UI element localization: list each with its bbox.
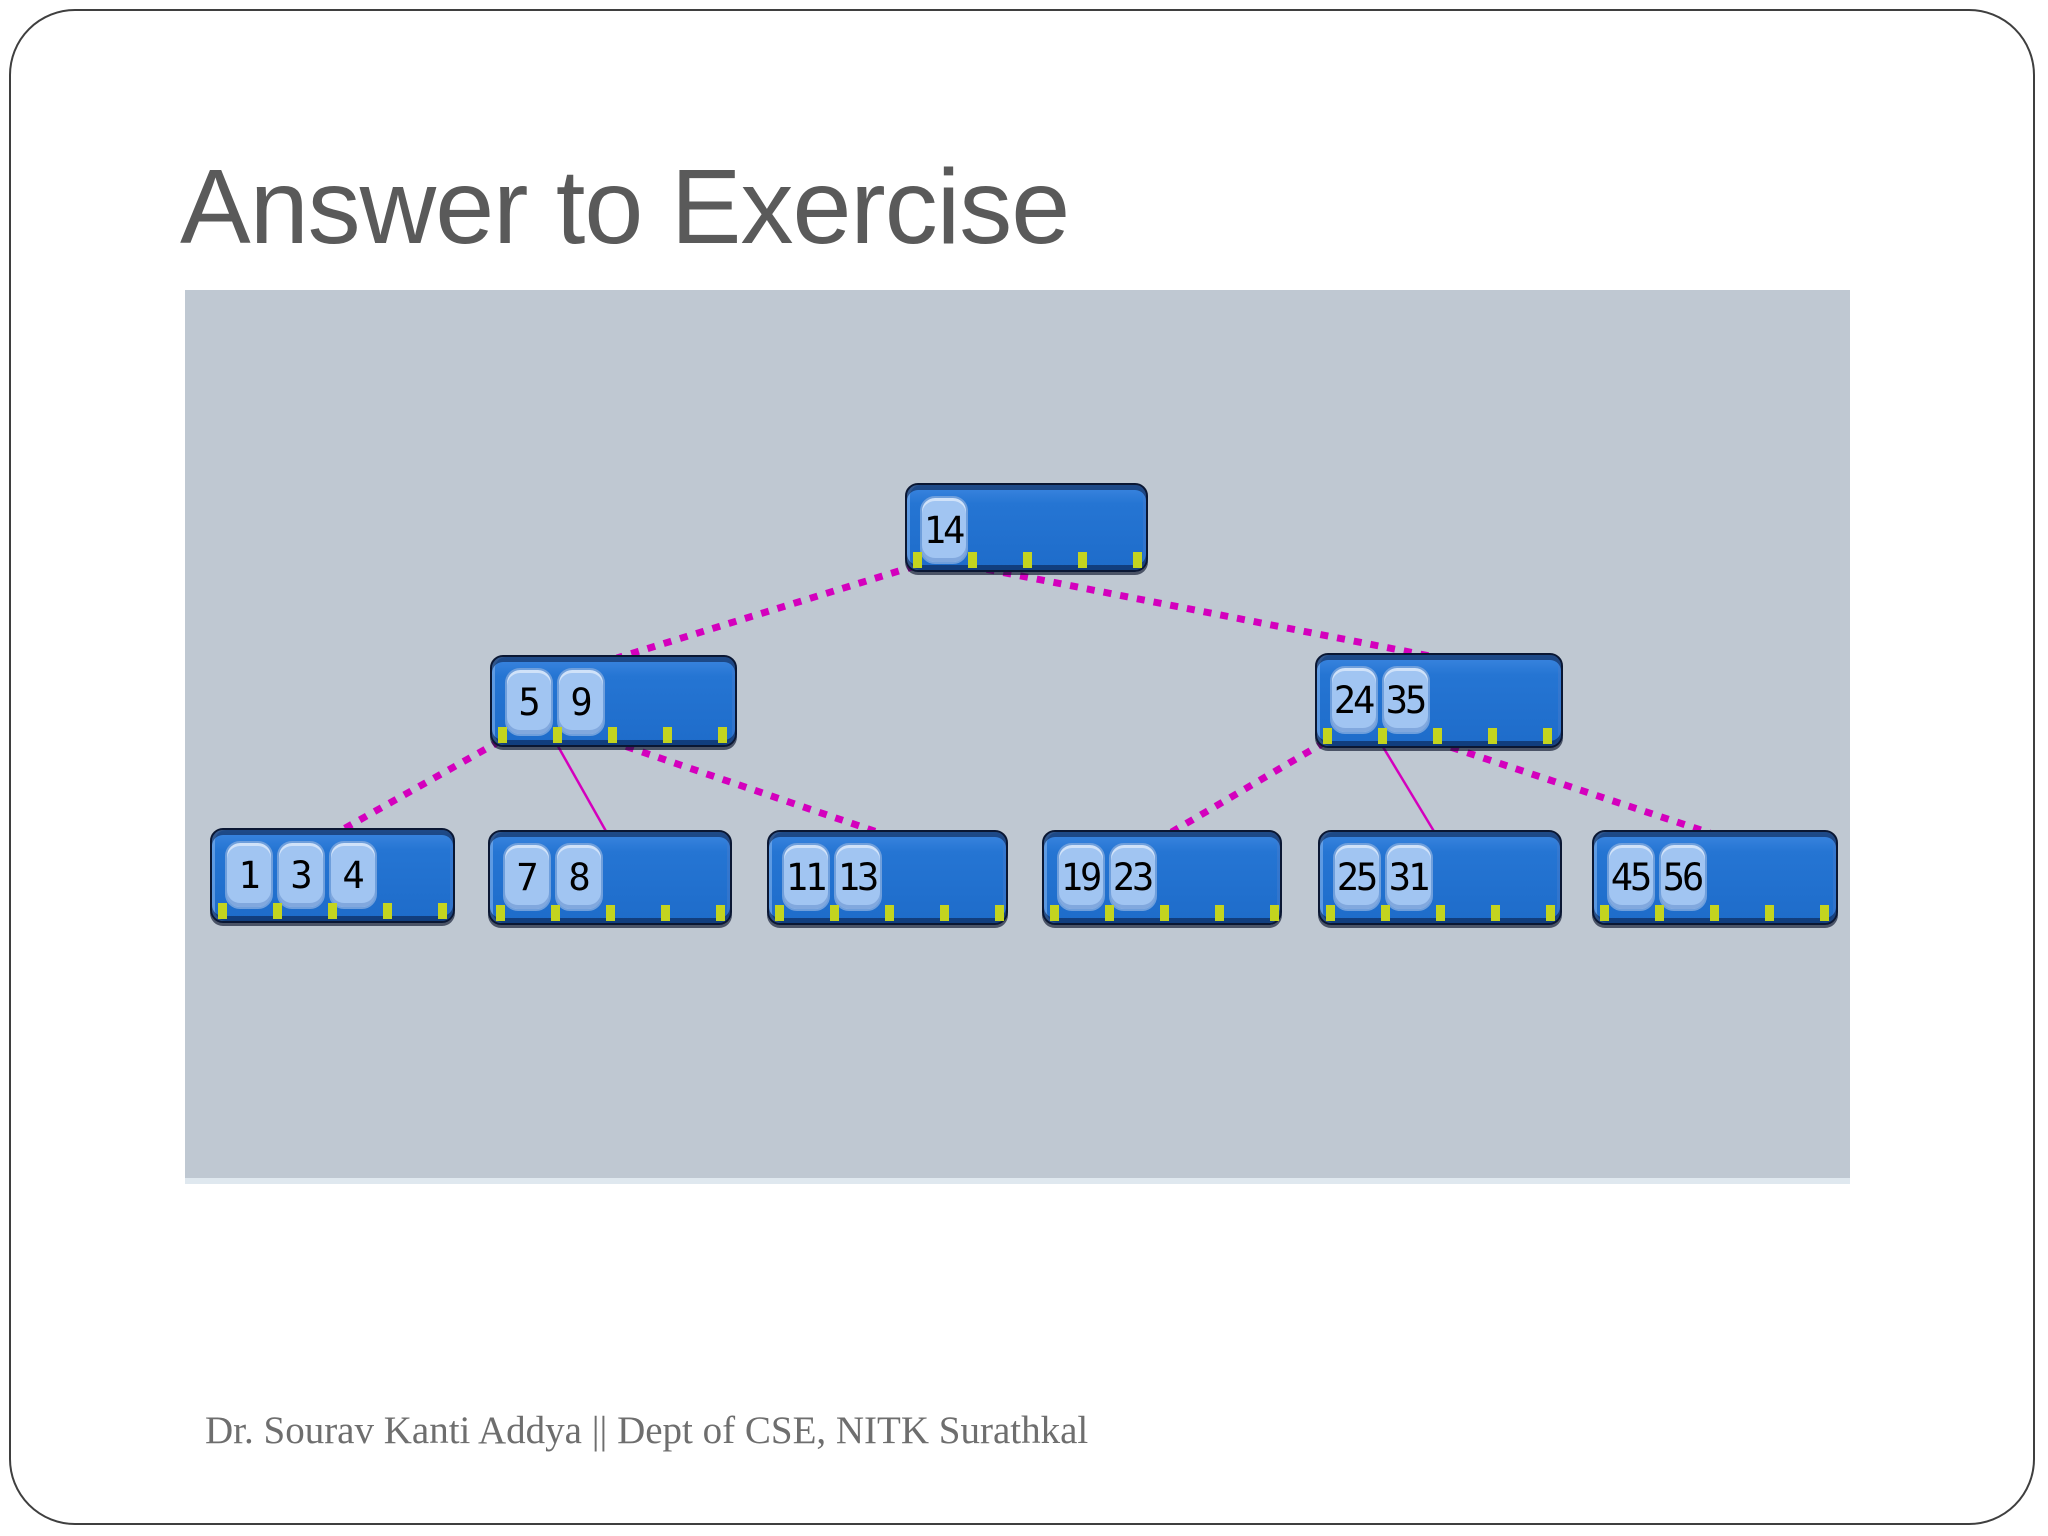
- tree-link: [615, 562, 917, 662]
- pointer-slot-tick: [496, 905, 505, 921]
- pointer-slot-tick: [1023, 552, 1032, 568]
- pointer-slot-tick: [1270, 905, 1279, 921]
- pointer-slot-tick: [1133, 552, 1142, 568]
- pointer-slot-tick: [1488, 728, 1497, 744]
- pointer-slot-tick: [663, 727, 672, 743]
- pointer-slot-tick: [1326, 905, 1335, 921]
- key-cell: 5: [505, 668, 553, 736]
- pointer-slot-tick: [1546, 905, 1555, 921]
- pointer-slot-tick: [553, 727, 562, 743]
- tree-node-14: 14: [905, 483, 1148, 572]
- links-layer: [338, 562, 1712, 837]
- pointer-slot-tick: [218, 903, 227, 919]
- key-cell: 7: [503, 843, 551, 911]
- pointer-slot-tick: [1433, 728, 1442, 744]
- key-cell: 8: [555, 843, 603, 911]
- pointer-slot-tick: [1710, 905, 1719, 921]
- pointer-slot-tick: [438, 903, 447, 919]
- pointer-slot-tick: [383, 903, 392, 919]
- key-cell: 45: [1607, 843, 1655, 911]
- tree-link: [1378, 741, 1437, 834]
- key-cell: 14: [920, 496, 968, 564]
- tree-link: [338, 737, 502, 835]
- pointer-slot-tick: [1655, 905, 1664, 921]
- key-cells: 14: [907, 485, 1146, 564]
- pointer-slot-tick: [995, 905, 1004, 921]
- pointer-slot-tick: [1078, 552, 1087, 568]
- pointer-slot-tick: [1105, 905, 1114, 921]
- key-cell: 13: [834, 843, 882, 911]
- pointer-slot-tick: [1050, 905, 1059, 921]
- pointer-slot-tick: [1381, 905, 1390, 921]
- key-cell: 19: [1057, 843, 1105, 911]
- pointer-slot-tick: [830, 905, 839, 921]
- key-cell: 3: [277, 841, 325, 909]
- key-cell: 4: [329, 841, 377, 909]
- tree-link: [608, 737, 882, 837]
- pointer-slot-tick: [1436, 905, 1445, 921]
- pointer-slot-tick: [1491, 905, 1500, 921]
- pointer-slot-tick: [1160, 905, 1169, 921]
- key-cell: 35: [1382, 666, 1430, 734]
- key-cell: 11: [782, 843, 830, 911]
- pointer-slot-tick: [913, 552, 922, 568]
- pointer-slot-tick: [273, 903, 282, 919]
- pointer-slot-tick: [940, 905, 949, 921]
- pointer-slot-tick: [1215, 905, 1224, 921]
- pointer-slot-tick: [606, 905, 615, 921]
- key-cell: 23: [1109, 843, 1157, 911]
- pointer-slot-tick: [661, 905, 670, 921]
- key-cell: 56: [1659, 843, 1707, 911]
- pointer-slot-tick: [885, 905, 894, 921]
- pointer-slot-tick: [1543, 728, 1552, 744]
- pointer-slot-tick: [775, 905, 784, 921]
- pointer-slot-tick: [1765, 905, 1774, 921]
- pointer-slot-tick: [1600, 905, 1609, 921]
- pointer-slot-tick: [1323, 728, 1332, 744]
- key-cell: 24: [1330, 666, 1378, 734]
- tree-link: [1433, 738, 1712, 837]
- pointer-slot-tick: [498, 727, 507, 743]
- pointer-slot-tick: [716, 905, 725, 921]
- key-cell: 9: [557, 668, 605, 736]
- key-cell: 1: [225, 841, 273, 909]
- tree-link: [969, 562, 1431, 660]
- tree-link: [553, 740, 609, 834]
- pointer-slot-tick: [718, 727, 727, 743]
- key-cell: 25: [1333, 843, 1381, 911]
- pointer-slot-tick: [328, 903, 337, 919]
- pointer-slot-tick: [1820, 905, 1829, 921]
- pointer-slot-tick: [551, 905, 560, 921]
- key-cell: 31: [1385, 843, 1433, 911]
- pointer-slot-tick: [608, 727, 617, 743]
- pointer-slot-tick: [968, 552, 977, 568]
- page-title: Answer to Exercise: [180, 148, 1070, 266]
- tree-link: [1168, 738, 1327, 837]
- pointer-slot-tick: [1378, 728, 1387, 744]
- slide-footer: Dr. Sourav Kanti Addya || Dept of CSE, N…: [205, 1409, 1089, 1452]
